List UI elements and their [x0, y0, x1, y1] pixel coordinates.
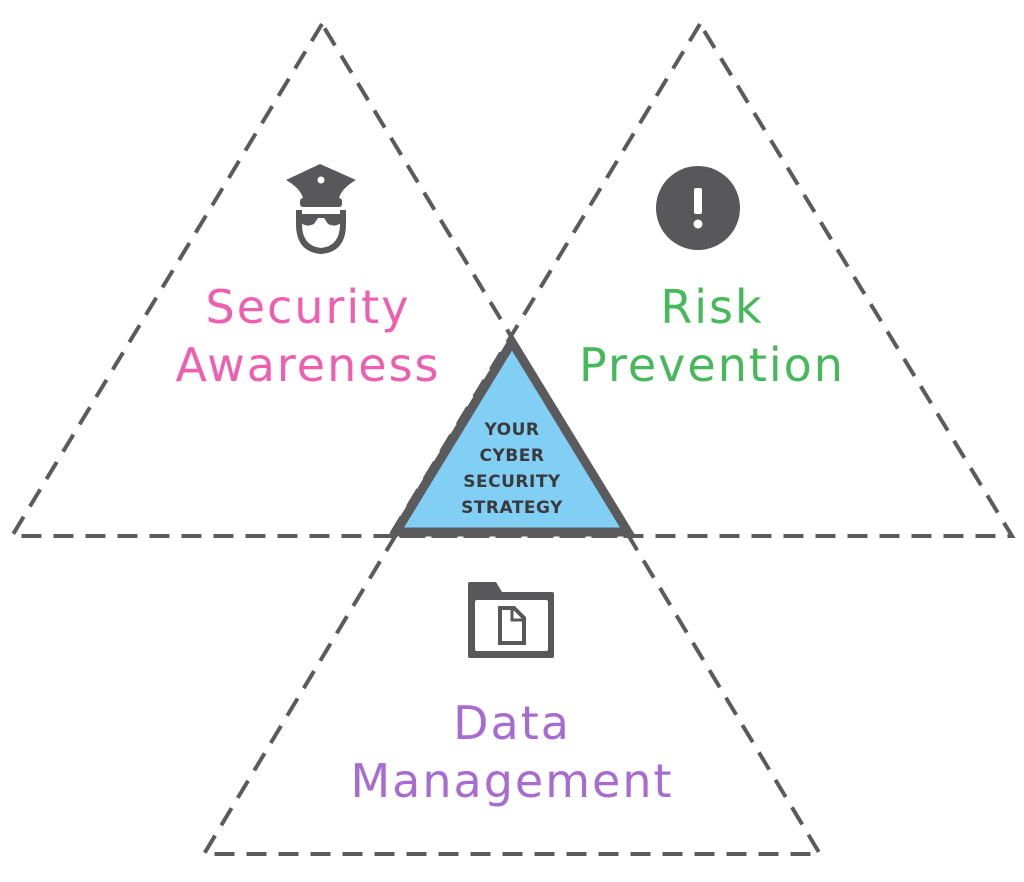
exclamation-circle-icon — [656, 166, 740, 250]
data-management-triangle — [200, 338, 824, 856]
center-line-3: SECURITY — [463, 472, 561, 492]
security-awareness-triangle — [8, 20, 636, 538]
risk-prevention-label: Risk Prevention — [579, 278, 845, 394]
center-line-2: CYBER — [479, 446, 545, 466]
risk-prevention-line-2: Prevention — [579, 338, 845, 392]
risk-prevention-triangle — [386, 20, 1016, 538]
center-triangle — [387, 333, 637, 537]
data-management-line-1: Data — [453, 696, 571, 750]
data-management-line-2: Management — [350, 754, 674, 808]
center-line-4: STRATEGY — [461, 498, 563, 518]
security-awareness-line-2: Awareness — [175, 338, 441, 392]
center-strategy-label: YOUR CYBER SECURITY STRATEGY — [461, 417, 563, 521]
center-line-1: YOUR — [484, 420, 540, 440]
risk-prevention-line-1: Risk — [660, 280, 764, 334]
security-awareness-label: Security Awareness — [175, 278, 440, 394]
folder-document-icon — [468, 582, 554, 658]
security-guard-icon — [286, 164, 356, 254]
data-management-label: Data Management — [350, 694, 673, 810]
security-awareness-line-1: Security — [205, 280, 411, 334]
